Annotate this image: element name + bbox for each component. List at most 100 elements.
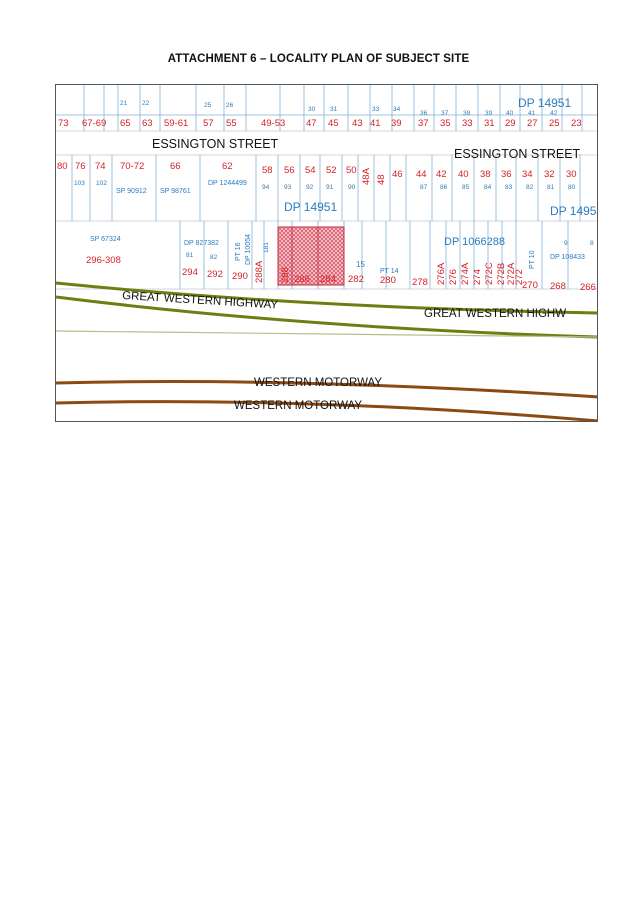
lot-number: 36 — [501, 169, 512, 180]
lot-number: 42 — [436, 169, 447, 180]
lot-number: 57 — [203, 118, 214, 129]
lot-number: 55 — [226, 118, 237, 129]
lot-label: 21 — [120, 100, 128, 107]
page-title: ATTACHMENT 6 – LOCALITY PLAN OF SUBJECT … — [167, 53, 470, 65]
lot-label: 39 — [485, 110, 493, 117]
lot-number: 48 — [376, 174, 387, 185]
motorway-label-upper: WESTERN MOTORWAY — [254, 377, 382, 389]
lot-number: 74 — [95, 161, 106, 172]
lot-number: 73 — [58, 118, 69, 129]
lot-label: 42 — [550, 110, 558, 117]
lot-label: 40 — [506, 110, 514, 117]
lot-number: 46 — [392, 169, 403, 180]
lot-number: 286 — [294, 274, 310, 285]
highway-label-right: GREAT WESTERN HIGHW — [424, 308, 566, 320]
lot-label: 84 — [484, 184, 492, 191]
lot-number: 37 — [418, 118, 429, 129]
street-label-essington-right: ESSINGTON STREET — [454, 147, 581, 161]
lot-number: 27 — [527, 118, 538, 129]
lot-label: 22 — [142, 100, 150, 107]
lot-label: 181 — [263, 242, 270, 253]
lot-number: 62 — [222, 161, 233, 172]
lot-number: 272A — [506, 262, 517, 285]
plan-label-dp-middle-right: DP 1495 — [550, 204, 597, 218]
lot-number: 54 — [305, 165, 316, 176]
lot-number: 274 — [472, 269, 483, 285]
lot-number: 80 — [57, 161, 68, 172]
lot-number: 48A — [361, 167, 372, 185]
lot-number: 284 — [320, 274, 336, 285]
north-lot-lines — [56, 85, 597, 131]
plan-label-pt16: PT 16 — [235, 242, 242, 261]
lot-number: 38 — [480, 169, 491, 180]
lot-number: 266 — [580, 282, 596, 293]
lot-number: 23 — [571, 118, 582, 129]
lot-label: 94 — [262, 184, 270, 191]
lot-label: 26 — [226, 102, 234, 109]
middle-lot-lines — [71, 155, 581, 221]
lot-label: 38 — [463, 110, 471, 117]
north-lot-numbers: 73 67-69 65 63 59-61 57 55 49-53 47 45 4… — [58, 118, 582, 129]
middle-small-labels: 103 102 94 93 92 91 90 87 86 85 84 83 82… — [74, 180, 576, 191]
subject-site — [277, 226, 345, 286]
lot-number: 292 — [207, 269, 223, 280]
lot-label: 82 — [526, 184, 534, 191]
highway-edge — [56, 330, 597, 338]
lot-number: 268 — [550, 281, 566, 292]
lot-label: 102 — [96, 180, 107, 187]
lot-number: 278 — [412, 277, 428, 288]
lot-number: 35 — [440, 118, 451, 129]
lot-number: 288A — [254, 260, 265, 283]
lot-label: 91 — [326, 184, 334, 191]
lot-number: 33 — [462, 118, 473, 129]
lot-number: 65 — [120, 118, 131, 129]
lot-number: 45 — [328, 118, 339, 129]
motorway-line-upper — [56, 380, 597, 399]
lot-label: 31 — [330, 106, 338, 113]
lot-label: 34 — [393, 106, 401, 113]
plan-label-sp-98761: SP 98761 — [160, 188, 191, 195]
lot-number: 41 — [370, 118, 381, 129]
north-small-labels: 21 22 25 26 30 31 33 34 36 37 38 39 40 4… — [120, 100, 558, 117]
lot-number: 274A — [460, 262, 471, 285]
lot-number: 34 — [522, 169, 533, 180]
lot-label: 25 — [204, 102, 212, 109]
lot-number: 76 — [75, 161, 86, 172]
map-canvas: ESSINGTON STREET ESSINGTON STREET GREAT … — [56, 85, 597, 421]
lot-number: 59-61 — [164, 118, 188, 129]
lot-label: 86 — [440, 184, 448, 191]
lot-number: 43 — [352, 118, 363, 129]
lot-label: 93 — [284, 184, 292, 191]
lot-number: 30 — [566, 169, 577, 180]
lot-number: 280 — [380, 275, 396, 286]
lot-label: 85 — [462, 184, 470, 191]
middle-lot-numbers: 80 76 74 70-72 66 62 58 56 54 52 50 48A … — [57, 161, 577, 185]
lot-label: 41 — [528, 110, 536, 117]
lot-label: 8 — [590, 240, 594, 247]
street-label-essington-left: ESSINGTON STREET — [152, 137, 279, 151]
lot-label: 83 — [505, 184, 513, 191]
lot-label: 92 — [306, 184, 314, 191]
lot-label: 87 — [420, 184, 428, 191]
highway-line-upper — [56, 281, 597, 315]
lot-label: 81 — [547, 184, 555, 191]
plan-label-dp-10054: DP 10054 — [245, 234, 252, 265]
lot-number: 296-308 — [86, 255, 121, 266]
lot-number: 282 — [348, 274, 364, 285]
lot-label: 36 — [420, 110, 428, 117]
lot-number: 272B — [496, 263, 507, 285]
lot-label: 90 — [348, 184, 356, 191]
lot-label: 33 — [372, 106, 380, 113]
lot-label: 30 — [308, 106, 316, 113]
lot-number: 50 — [346, 165, 357, 176]
lot-number: 63 — [142, 118, 153, 129]
lot-number: 49-53 — [261, 118, 285, 129]
lot-number: 52 — [326, 165, 337, 176]
lot-number: 270 — [522, 280, 538, 291]
lot-number: 44 — [416, 169, 427, 180]
lot-number: 272 — [514, 269, 525, 285]
lot-label: 9 — [564, 240, 568, 247]
lot-number: 32 — [544, 169, 555, 180]
lot-label: 37 — [441, 110, 449, 117]
lot-label: 15 — [356, 260, 365, 269]
